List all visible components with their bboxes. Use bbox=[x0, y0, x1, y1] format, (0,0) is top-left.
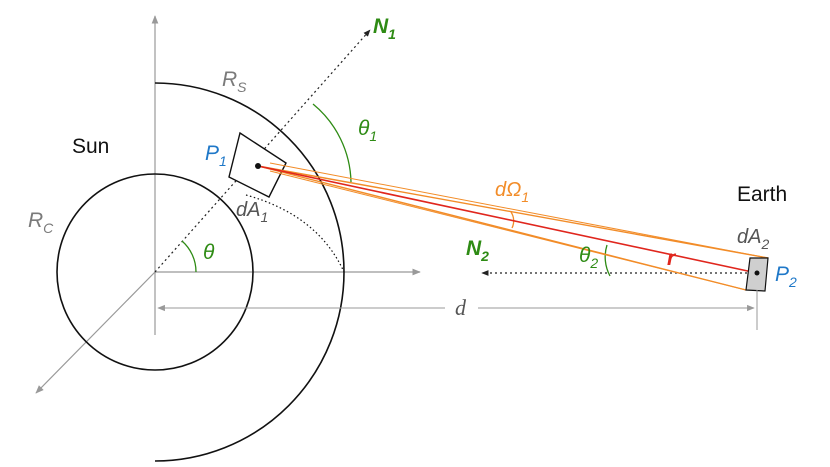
n2-label: N2 bbox=[466, 237, 489, 264]
rs-label: RS bbox=[222, 68, 247, 95]
cone-edge-upper bbox=[257, 165, 769, 259]
p1-label: P1 bbox=[205, 142, 227, 169]
r-label: r bbox=[667, 247, 677, 270]
theta1-label: θ1 bbox=[358, 117, 377, 144]
cone-edge-bottom bbox=[269, 170, 747, 291]
da1-label: dA1 bbox=[236, 199, 268, 225]
earth-label: Earth bbox=[737, 183, 787, 206]
domega-arc bbox=[510, 211, 515, 229]
distance-r-line bbox=[257, 165, 758, 274]
theta-label: θ bbox=[203, 241, 215, 264]
projection-arc bbox=[245, 194, 345, 273]
theta2-label: θ2 bbox=[579, 244, 598, 271]
z-axis bbox=[35, 271, 156, 394]
d-label: d bbox=[455, 295, 467, 320]
point-p1 bbox=[255, 163, 261, 169]
point-p2 bbox=[754, 270, 760, 276]
p2-label: P2 bbox=[775, 263, 797, 290]
theta-arc bbox=[181, 240, 197, 273]
n1-label: N1 bbox=[373, 15, 396, 42]
da2-label: dA2 bbox=[737, 226, 769, 252]
theta2-arc bbox=[604, 244, 611, 277]
domega1-label: dΩ1 bbox=[495, 179, 529, 205]
rc-label: RC bbox=[28, 209, 54, 236]
sun-label: Sun bbox=[72, 135, 109, 158]
core-circle bbox=[56, 173, 254, 371]
cone-edge-top bbox=[269, 162, 769, 259]
theta1-arc bbox=[312, 103, 352, 183]
